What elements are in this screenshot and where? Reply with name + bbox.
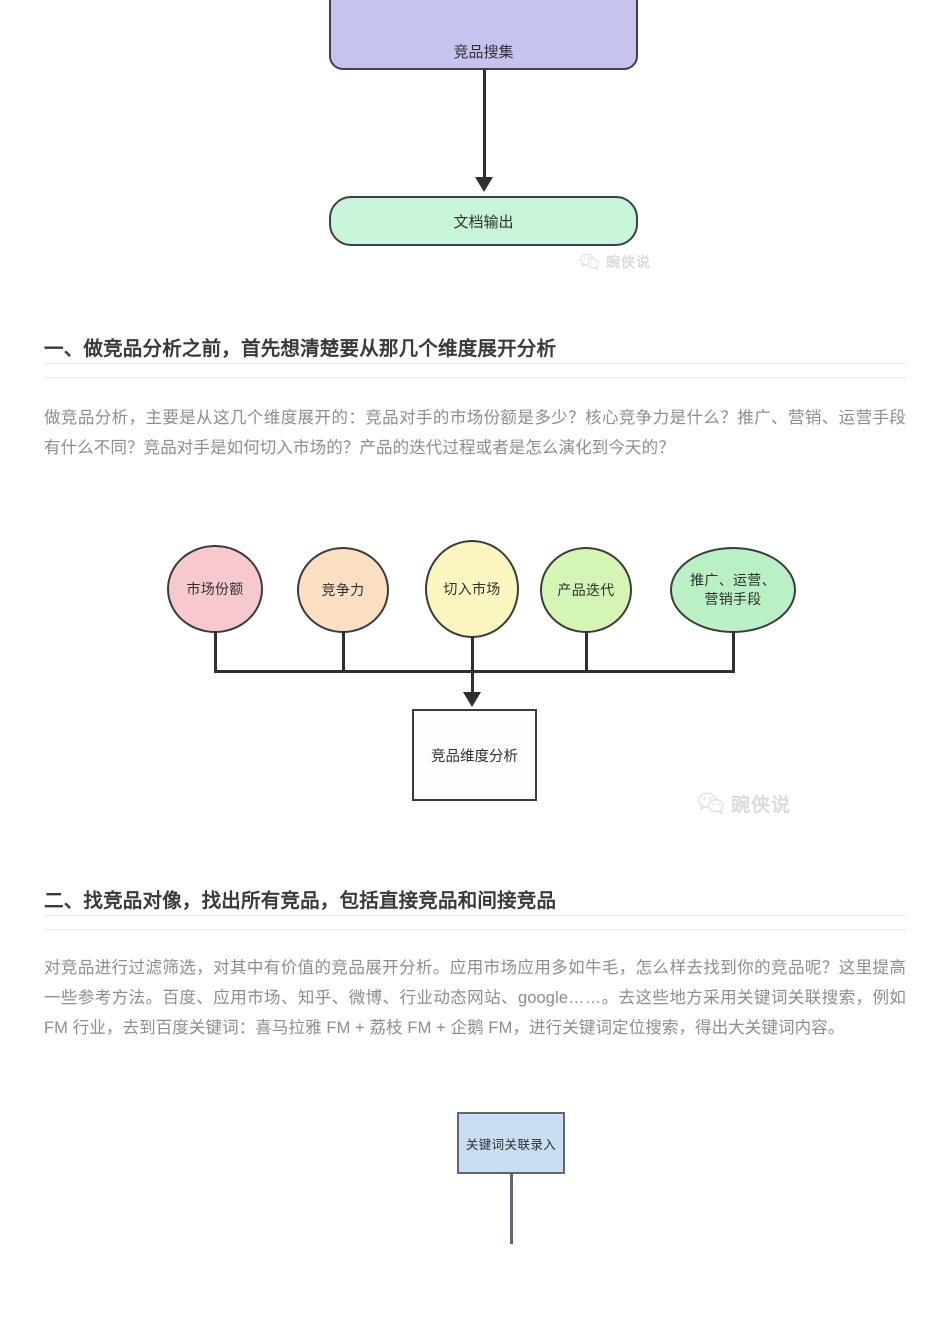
dimension-circle-market-share: 市场份额	[167, 545, 263, 633]
dimension-circle-market-entry-label: 切入市场	[443, 580, 501, 597]
flow-node-competitor-collection-label: 竞品搜集	[453, 44, 514, 61]
wechat-icon	[698, 792, 724, 815]
connector-collect-to-output	[483, 70, 486, 178]
result-box-dimension-analysis-label: 竞品维度分析	[431, 748, 518, 765]
dimension-circle-market-entry: 切入市场	[425, 540, 519, 638]
result-box-dimension-analysis: 竞品维度分析	[412, 709, 537, 801]
divider-under-heading-two	[44, 929, 906, 930]
flow-node-keyword-entry: 关键词关联录入	[457, 1112, 565, 1174]
dimension-circle-competitiveness-label: 竞争力	[321, 581, 365, 598]
dimension-circle-market-share-label: 市场份额	[186, 580, 244, 597]
flow-node-competitor-collection: 竞品搜集	[329, 0, 638, 70]
diagram-keyword-flow-fragment: 关键词关联录入	[0, 1100, 950, 1344]
dimension-circle-promotion-operation-marketing-label: 推广、运营、 营销手段	[690, 572, 776, 607]
page-heading-section-one: 一、做竞品分析之前，首先想清楚要从那几个维度展开分析	[44, 338, 557, 361]
arrow-head-icon	[475, 177, 493, 192]
stem-product-iteration	[585, 631, 588, 672]
wechat-icon	[580, 253, 599, 270]
connector-bus-horizontal	[214, 670, 735, 673]
diagram-competitor-flow-fragment: 竞品搜集 文档输出 豌侠说	[0, 0, 950, 300]
divider-under-heading-one	[44, 377, 906, 378]
dimension-circle-promotion-operation-marketing: 推广、运营、 营销手段	[670, 547, 796, 633]
paragraph-section-two: 对竞品进行过滤筛选，对其中有价值的竞品展开分析。应用市场应用多如牛毛，怎么样去找…	[44, 958, 906, 1037]
arrow-head-icon	[463, 692, 481, 707]
watermark-bottom: 豌侠说	[698, 790, 791, 817]
connector-bus-to-result	[471, 670, 474, 694]
divider-section-two	[44, 915, 906, 916]
watermark-text: 豌侠说	[606, 254, 651, 270]
diagram-competitor-dimensions: 市场份额 竞争力 切入市场 产品迭代 推广、运营、 营销手段 竞品维度分析	[0, 500, 950, 840]
dimension-circle-product-iteration: 产品迭代	[540, 547, 632, 633]
stem-market-share	[214, 631, 217, 672]
divider-section-one	[44, 363, 906, 364]
stem-competitiveness	[342, 631, 345, 672]
stem-market-entry	[471, 636, 474, 672]
dimension-circle-product-iteration-label: 产品迭代	[557, 581, 615, 598]
watermark-text: 豌侠说	[731, 795, 792, 816]
watermark-top: 豌侠说	[580, 252, 651, 272]
dimension-circle-competitiveness: 竞争力	[297, 547, 389, 633]
flow-node-document-output-label: 文档输出	[453, 213, 514, 231]
flow-node-keyword-entry-label: 关键词关联录入	[465, 1137, 557, 1152]
stem-promotion	[732, 631, 735, 672]
paragraph-section-one: 做竞品分析，主要是从这几个维度展开的：竞品对手的市场份额是多少？核心竞争力是什么…	[44, 408, 906, 457]
flow-node-document-output: 文档输出	[329, 196, 638, 246]
connector-keyword-entry-down	[510, 1174, 513, 1244]
page-heading-section-two: 二、找竞品对像，找出所有竞品，包括直接竞品和间接竞品	[44, 890, 557, 913]
